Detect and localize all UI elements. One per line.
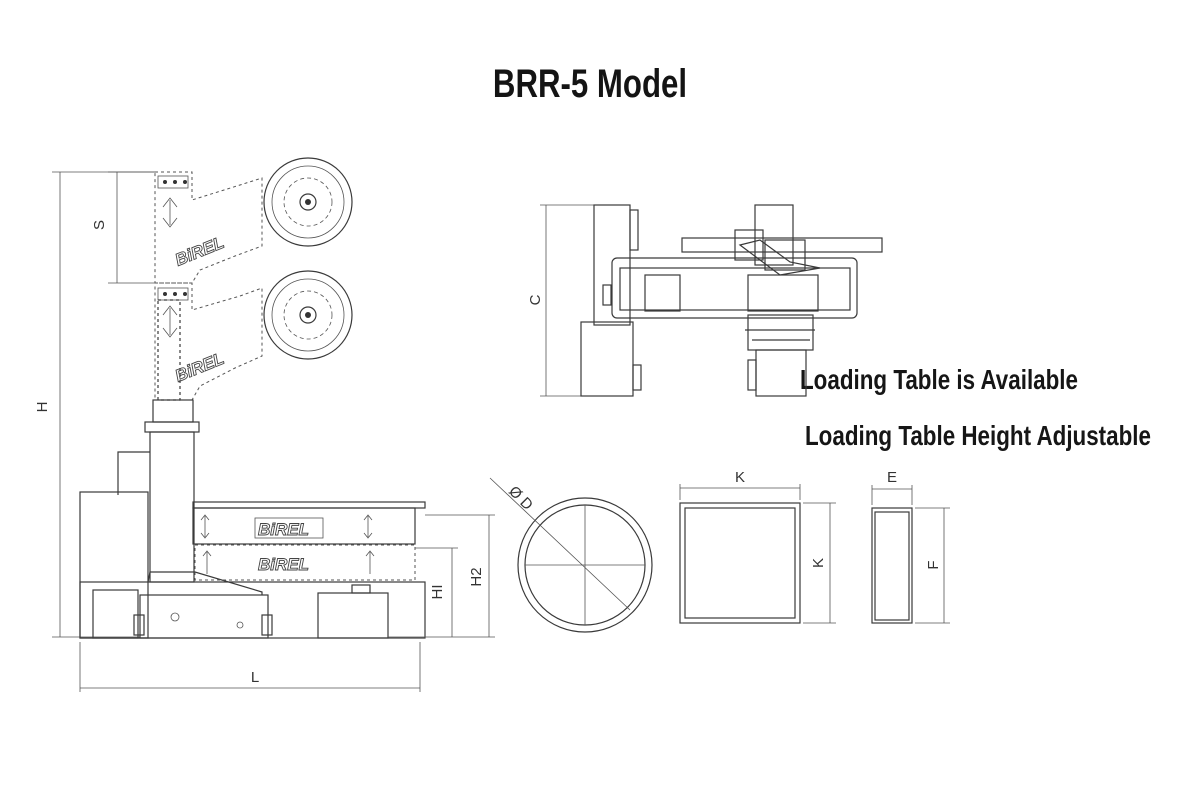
page-title: BRR-5 Model: [492, 62, 688, 106]
dim-c-label: C: [527, 294, 544, 305]
dim-h2-label: H2: [468, 567, 485, 586]
dim-d-label: Ø D: [505, 483, 536, 514]
loading-table-height-note: Loading Table Height Adjustable: [805, 420, 1151, 451]
upper-carriage: BiREL: [154, 157, 353, 284]
dim-k-width-label: K: [735, 469, 745, 486]
top-view: C: [527, 204, 883, 397]
dim-s-label: S: [91, 220, 108, 230]
column: [117, 299, 200, 583]
square-workpiece: K K: [679, 469, 836, 624]
dim-h1-label: HI: [429, 585, 446, 600]
lower-carriage: BiREL: [154, 270, 353, 401]
side-view: H S BiREL: [34, 157, 495, 692]
dim-e-label: E: [887, 469, 897, 486]
loading-table: BiREL BiREL: [192, 501, 426, 581]
brand-logo-table-lower: BiREL: [258, 555, 309, 574]
round-workpiece: Ø D: [489, 477, 653, 633]
rectangular-workpiece: E F: [871, 469, 950, 624]
brand-logo-upper: BiREL: [172, 233, 226, 270]
dim-k-height-label: K: [810, 558, 827, 568]
dim-l-label: L: [251, 669, 259, 686]
brand-logo-table-upper: BiREL: [258, 520, 309, 539]
loading-table-available-note: Loading Table is Available: [800, 364, 1078, 395]
dim-f-label: F: [925, 560, 942, 569]
base: [79, 491, 426, 639]
dim-h-label: H: [34, 402, 51, 413]
